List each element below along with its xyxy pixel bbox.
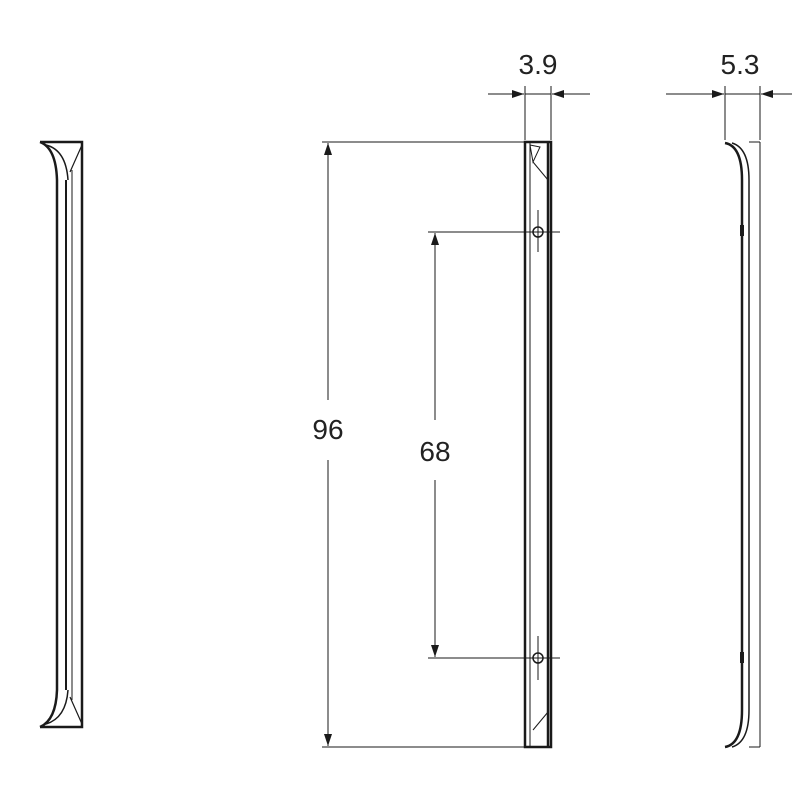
handle-front-view	[39, 140, 84, 729]
handle-side-view	[518, 140, 560, 749]
dimension-overall-length	[322, 141, 528, 748]
thickness-front-label: 3.9	[516, 49, 560, 80]
dimension-thickness-front	[488, 86, 590, 140]
thickness-side-label: 5.3	[718, 49, 762, 80]
handle-profile-view	[724, 141, 761, 749]
overall-length-label: 96	[310, 414, 346, 445]
dimension-thickness-side	[666, 86, 792, 140]
hole-spacing-label: 68	[417, 436, 453, 467]
dimension-hole-spacing	[428, 231, 520, 659]
